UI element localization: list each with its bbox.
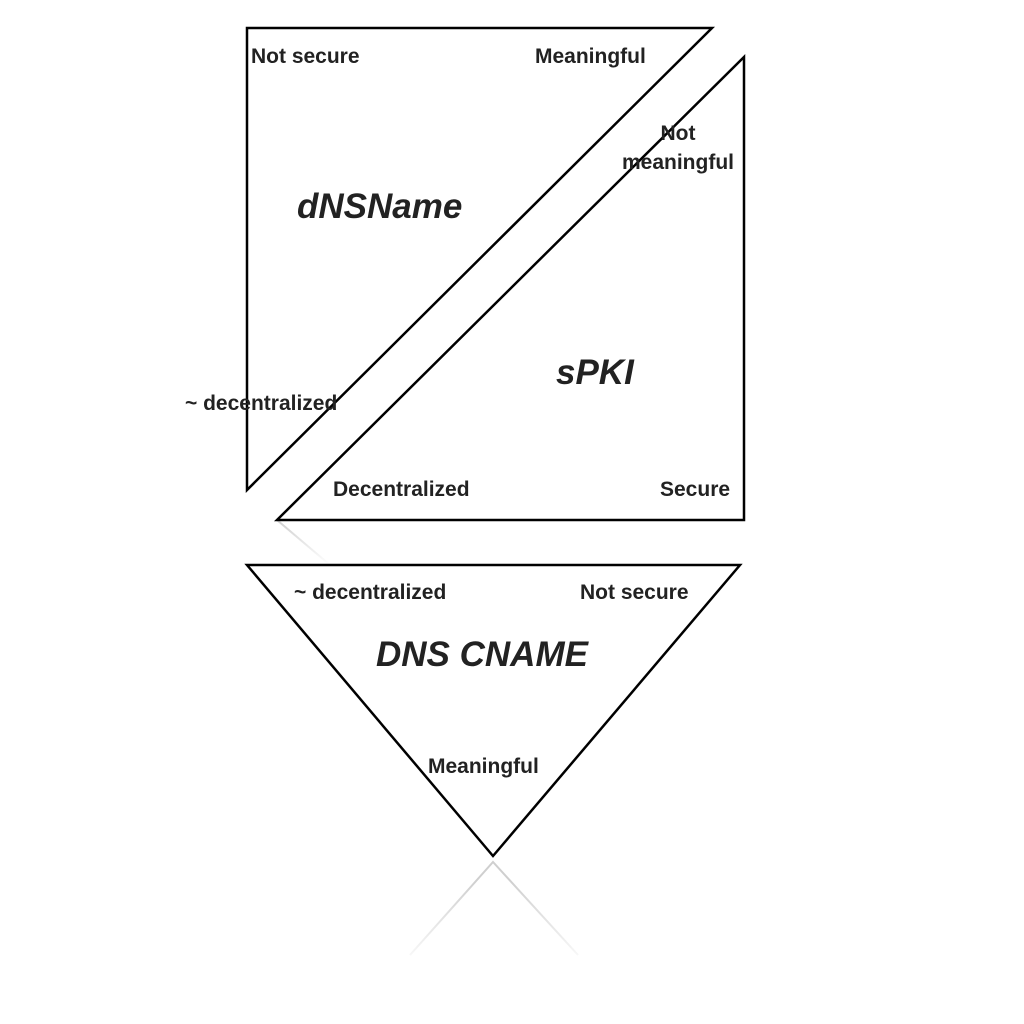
spki-label-secure: Secure bbox=[660, 478, 730, 501]
reflection-fade bbox=[240, 520, 760, 565]
cname-title: DNS CNAME bbox=[376, 635, 590, 674]
dnsname-label-decentralized: ~ decentralized bbox=[185, 392, 337, 415]
dnsname-title: dNSName bbox=[297, 187, 462, 226]
spki-triangle: Not meaningful sPKI Decentralized Secure bbox=[273, 54, 746, 522]
cname-triangle: ~ decentralized Not secure DNS CNAME Mea… bbox=[244, 563, 743, 858]
cname-label-decentralized: ~ decentralized bbox=[294, 581, 446, 604]
spki-shape bbox=[273, 54, 746, 522]
cname-label-meaningful: Meaningful bbox=[428, 755, 539, 778]
spki-label-not: Not bbox=[661, 122, 696, 145]
dnsname-triangle: Not secure Meaningful dNSName ~ decentra… bbox=[185, 26, 716, 494]
cname-label-not-secure: Not secure bbox=[580, 581, 689, 604]
dnsname-label-meaningful: Meaningful bbox=[535, 45, 646, 68]
spki-label-decentralized: Decentralized bbox=[333, 478, 470, 501]
spki-label-meaningful: meaningful bbox=[622, 151, 734, 174]
cname-shape bbox=[244, 563, 743, 858]
dnsname-label-not-secure: Not secure bbox=[251, 45, 360, 68]
reflection-cname bbox=[400, 860, 600, 970]
spki-title: sPKI bbox=[556, 353, 635, 392]
dnsname-shape bbox=[245, 26, 716, 494]
